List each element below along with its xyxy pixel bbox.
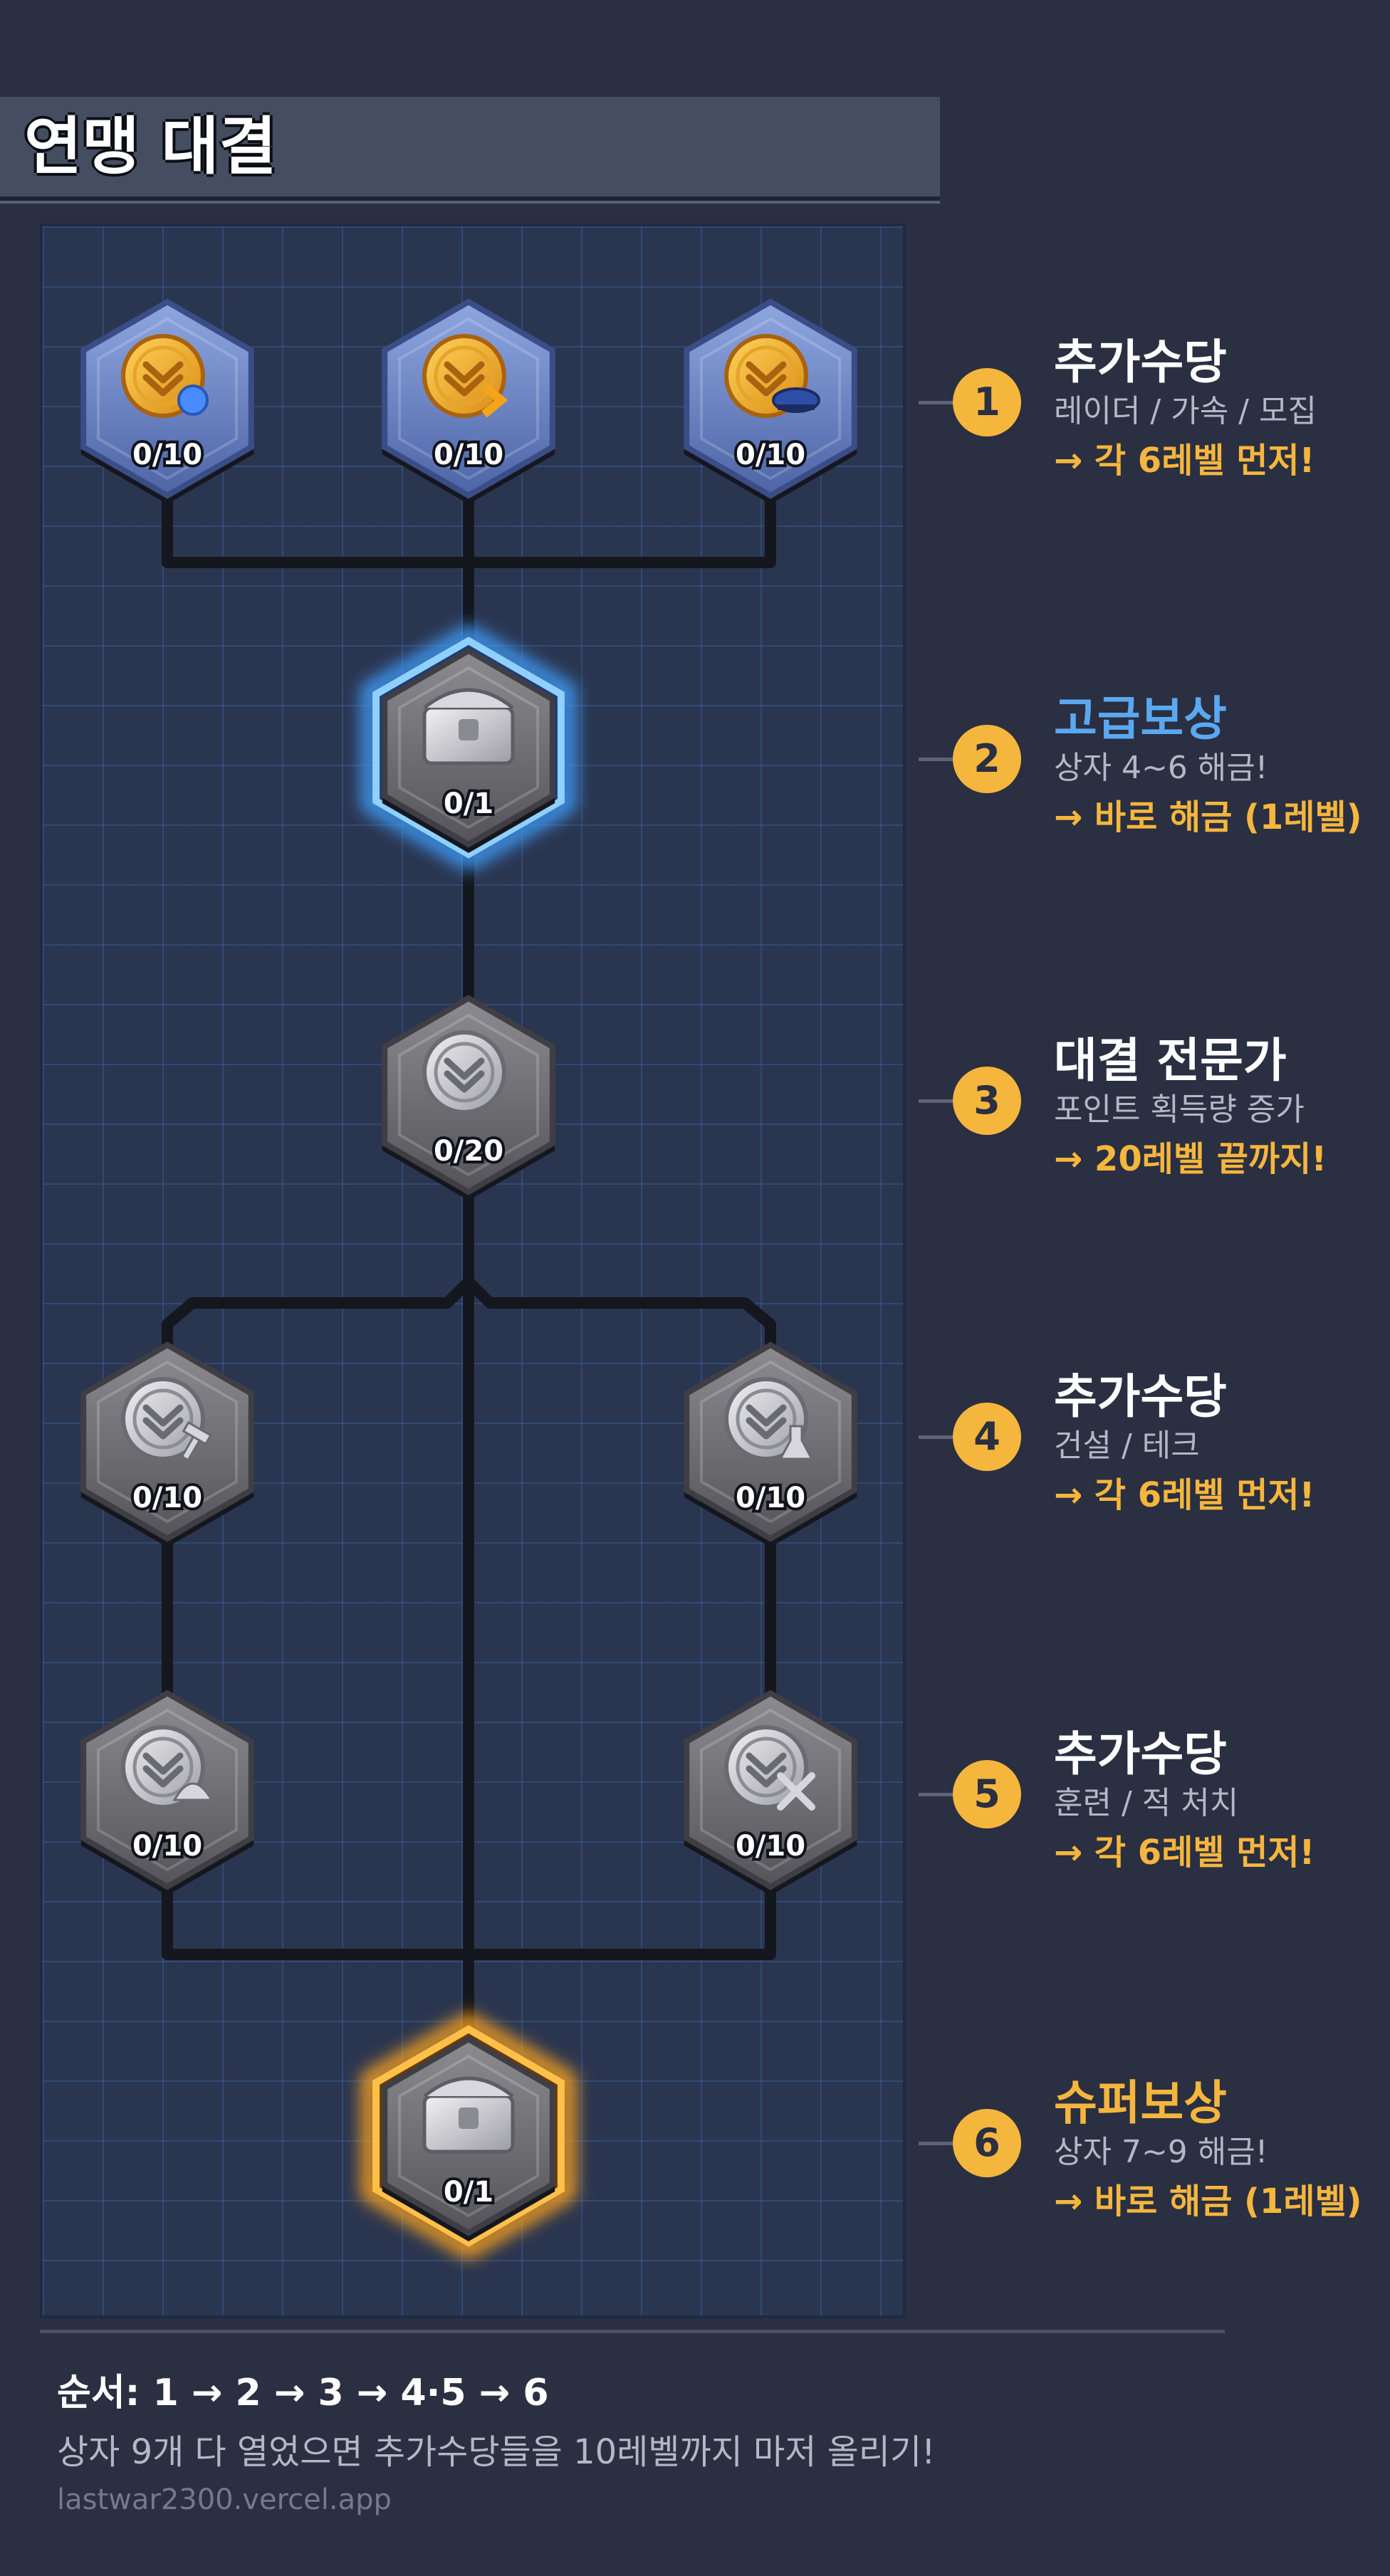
node-inner-ring bbox=[700, 317, 841, 481]
node-inner-ring bbox=[398, 1013, 539, 1177]
node-level-label: 0/10 bbox=[132, 1482, 202, 1514]
node-inner-ring bbox=[398, 2054, 539, 2218]
step-description: 상자 4~6 해금! bbox=[1054, 750, 1268, 786]
tech-node-n1[interactable]: 0/10 bbox=[80, 298, 254, 504]
step-title: 추가수당 bbox=[1054, 1727, 1227, 1781]
node-inner-ring bbox=[97, 317, 238, 481]
step-title: 슈퍼보상 bbox=[1054, 2075, 1227, 2130]
step-connector bbox=[919, 401, 953, 404]
step-title: 추가수당 bbox=[1054, 1369, 1227, 1424]
footer-divider bbox=[40, 2330, 1225, 2333]
tech-node-n10[interactable]: 0/1 bbox=[362, 2013, 575, 2259]
node-inner-ring bbox=[700, 1708, 841, 1872]
connector-line bbox=[162, 1277, 473, 1790]
node-level-label: 0/1 bbox=[444, 787, 493, 820]
step-connector bbox=[919, 1793, 953, 1796]
page-title: 연맹 대결 bbox=[24, 110, 277, 183]
step-number-badge: 3 bbox=[953, 1067, 1021, 1135]
order-summary: 순서: 1 → 2 → 3 → 4·5 → 6 bbox=[57, 2372, 549, 2414]
node-level-label: 0/10 bbox=[736, 1830, 805, 1863]
step-title: 대결 전문가 bbox=[1054, 1033, 1287, 1088]
node-level-label: 0/10 bbox=[132, 1830, 202, 1863]
step-title: 고급보상 bbox=[1054, 691, 1227, 746]
step-description: 포인트 획득량 증가 bbox=[1054, 1091, 1305, 1128]
node-level-label: 0/10 bbox=[736, 1482, 805, 1514]
node-glow bbox=[362, 624, 575, 871]
step-description: 상자 7~9 해금! bbox=[1054, 2134, 1268, 2170]
chest-icon bbox=[422, 688, 515, 765]
node-level-label: 0/20 bbox=[434, 1135, 503, 1168]
rank-coin-icon bbox=[422, 1030, 506, 1114]
coin-speed-icon bbox=[422, 334, 508, 418]
tech-node-n5[interactable]: 0/20 bbox=[382, 995, 555, 1200]
tech-node-n2[interactable]: 0/10 bbox=[382, 298, 555, 504]
tech-node-n7[interactable]: 0/10 bbox=[684, 1341, 857, 1547]
step-action: → 20레벨 끝까지! bbox=[1054, 1139, 1327, 1179]
step-connector bbox=[919, 1099, 953, 1103]
step-description: 레이더 / 가속 / 모집 bbox=[1054, 393, 1317, 429]
node-level-label: 0/1 bbox=[444, 2176, 493, 2209]
site-url: lastwar2300.vercel.app bbox=[57, 2483, 392, 2516]
chest-icon bbox=[422, 2076, 515, 2154]
step-title: 추가수당 bbox=[1054, 335, 1227, 389]
node-level-label: 0/10 bbox=[736, 439, 805, 471]
step-number-badge: 5 bbox=[953, 1760, 1021, 1828]
tech-node-n3[interactable]: 0/10 bbox=[684, 298, 857, 504]
coin-radar-icon bbox=[121, 334, 209, 418]
step-number-badge: 1 bbox=[953, 368, 1021, 436]
coin-recruit-hat-icon bbox=[724, 334, 820, 418]
title-divider bbox=[0, 201, 940, 204]
coin-flask-icon bbox=[724, 1377, 814, 1461]
step-action: → 각 6레벨 먼저! bbox=[1054, 1475, 1315, 1515]
coin-crossed-swords-icon bbox=[724, 1725, 815, 1811]
node-level-label: 0/10 bbox=[434, 439, 503, 471]
tech-node-n9[interactable]: 0/10 bbox=[684, 1690, 857, 1895]
step-description: 건설 / 테크 bbox=[1054, 1428, 1200, 1464]
node-inner-ring bbox=[398, 666, 539, 829]
step-action: → 각 6레벨 먼저! bbox=[1054, 1833, 1315, 1873]
node-inner-ring bbox=[398, 317, 539, 481]
step-action: → 바로 해금 (1레벨) bbox=[1054, 797, 1362, 837]
step-number-badge: 6 bbox=[953, 2109, 1021, 2177]
node-level-label: 0/10 bbox=[132, 439, 202, 471]
tech-node-n6[interactable]: 0/10 bbox=[80, 1341, 254, 1547]
node-inner-ring bbox=[97, 1360, 238, 1524]
node-glow bbox=[362, 2013, 575, 2259]
coin-helmet-icon bbox=[121, 1725, 214, 1809]
connector-line bbox=[464, 1277, 776, 1790]
footer-note: 상자 9개 다 열었으면 추가수당들을 10레벨까지 마저 올리기! bbox=[57, 2432, 936, 2472]
step-connector bbox=[919, 758, 953, 761]
step-number-badge: 4 bbox=[953, 1403, 1021, 1471]
step-connector bbox=[919, 1435, 953, 1439]
step-action: → 각 6레벨 먼저! bbox=[1054, 441, 1315, 481]
node-inner-ring bbox=[97, 1708, 238, 1872]
step-action: → 바로 해금 (1레벨) bbox=[1054, 2182, 1362, 2221]
tech-node-n4[interactable]: 0/1 bbox=[362, 624, 575, 871]
node-inner-ring bbox=[700, 1360, 841, 1524]
coin-hammer-icon bbox=[121, 1377, 212, 1462]
step-connector bbox=[919, 2142, 953, 2145]
tech-node-n8[interactable]: 0/10 bbox=[80, 1690, 254, 1895]
title-bar bbox=[0, 97, 940, 201]
step-number-badge: 2 bbox=[953, 725, 1021, 793]
step-description: 훈련 / 적 처치 bbox=[1054, 1785, 1239, 1821]
